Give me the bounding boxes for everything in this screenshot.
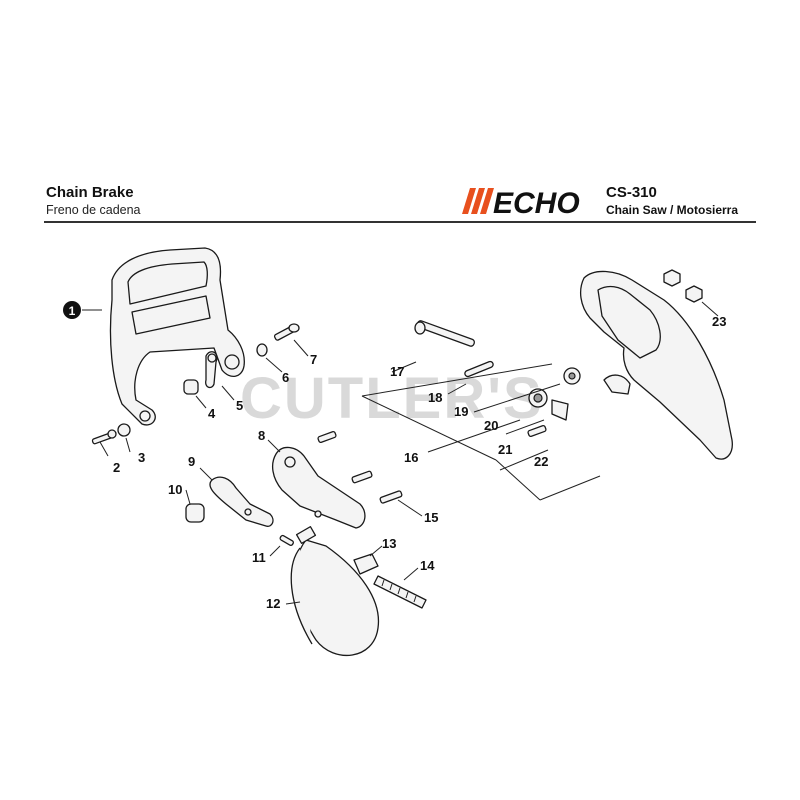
callout-1-badge[interactable]: 1: [63, 301, 81, 319]
clip-part-21: [551, 399, 569, 421]
bolt-part-7: [273, 323, 300, 341]
nut-part-23a: [663, 269, 681, 287]
washer-part-6: [256, 343, 268, 357]
callout-7[interactable]: 7: [310, 352, 317, 367]
pad-part-13: [353, 553, 379, 575]
logo-stripes-icon: [462, 188, 494, 214]
collar-part-10: [185, 503, 205, 523]
callout-9[interactable]: 9: [188, 454, 195, 469]
callout-12[interactable]: 12: [266, 596, 280, 611]
gear-part-19: [563, 367, 581, 385]
watermark-text: CUTLER'S: [240, 366, 544, 431]
leader-lines: [82, 301, 719, 605]
collar-part-3: [117, 423, 131, 437]
brake-band-part-12: [290, 526, 380, 657]
bolt-part-15a: [351, 470, 373, 484]
nut-part-23b: [685, 285, 703, 303]
callout-2[interactable]: 2: [113, 460, 120, 475]
callout-10[interactable]: 10: [168, 482, 182, 497]
callout-8[interactable]: 8: [258, 428, 265, 443]
callout-16[interactable]: 16: [404, 450, 418, 465]
callout-18[interactable]: 18: [428, 390, 442, 405]
callout-23[interactable]: 23: [712, 314, 726, 329]
callout-1-label: 1: [69, 304, 76, 318]
pin-part-11: [279, 534, 294, 547]
callout-11[interactable]: 11: [252, 550, 266, 565]
callout-5[interactable]: 5: [236, 398, 243, 413]
echo-logo: ECHO: [462, 187, 580, 220]
bolt-part-22: [527, 425, 547, 437]
spring-part-5: [205, 351, 218, 389]
callout-21[interactable]: 21: [498, 442, 512, 457]
bolt-part-2: [91, 429, 117, 445]
link-lever-part-9: [209, 476, 274, 527]
bolt-part-15: [379, 490, 403, 504]
bolt-part-17: [414, 320, 476, 347]
callout-15[interactable]: 15: [424, 510, 438, 525]
brake-plate-part-8: [271, 446, 366, 529]
callout-4[interactable]: 4: [208, 406, 216, 421]
model-description: Chain Saw / Motosierra: [606, 203, 739, 217]
callout-17[interactable]: 17: [390, 364, 404, 379]
model-number: CS-310: [606, 184, 657, 201]
callout-13[interactable]: 13: [382, 536, 396, 551]
spring-part-14: [373, 575, 427, 609]
bolt-part-8a: [317, 431, 337, 443]
header-divider: [44, 221, 756, 223]
gear-part-20: [528, 388, 548, 408]
sprocket-cover-part: [579, 270, 733, 460]
pin-part-18: [464, 360, 494, 378]
logo-wordmark: ECHO: [493, 187, 580, 220]
callout-14[interactable]: 14: [420, 558, 435, 573]
callout-3[interactable]: 3: [138, 450, 145, 465]
diagram-subtitle: Freno de cadena: [46, 203, 141, 217]
collar-part-4: [183, 379, 199, 395]
callout-22[interactable]: 22: [534, 454, 548, 469]
diagram-title: Chain Brake: [46, 184, 134, 201]
callout-20[interactable]: 20: [484, 418, 498, 433]
callout-6[interactable]: 6: [282, 370, 289, 385]
hand-guard-part: [109, 247, 245, 426]
callout-19[interactable]: 19: [454, 404, 468, 419]
